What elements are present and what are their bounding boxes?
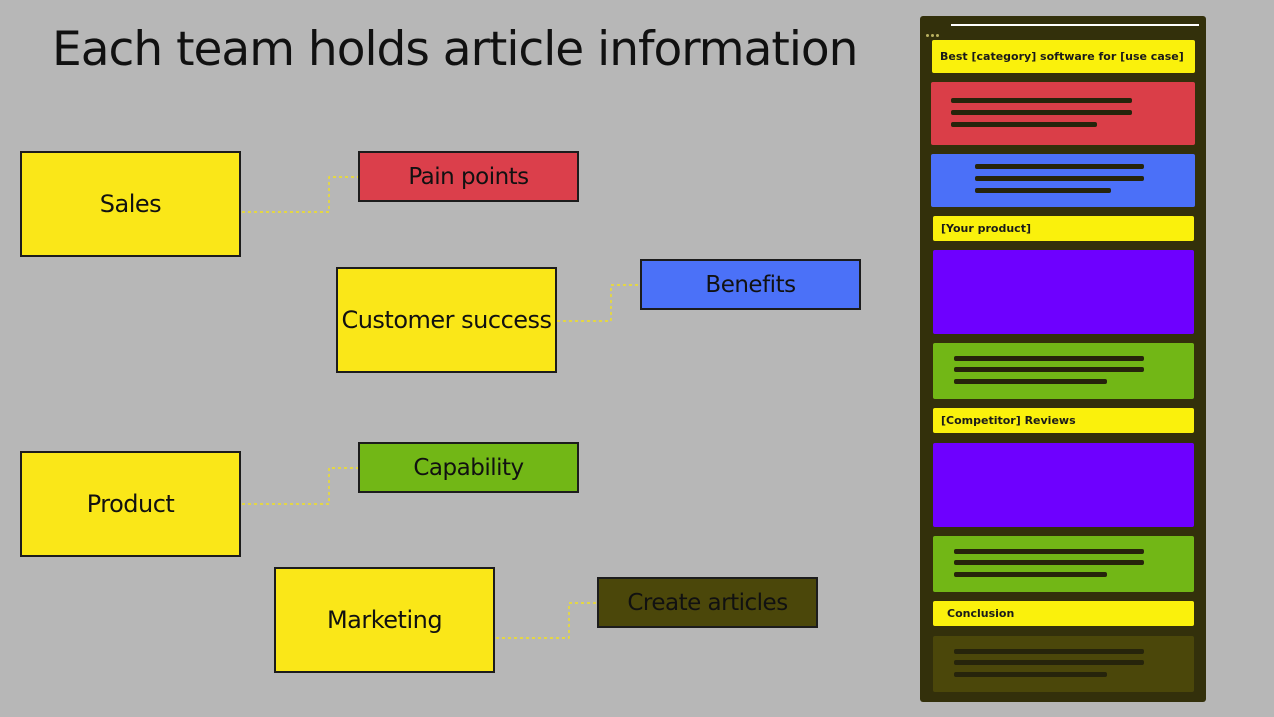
- text-line: [951, 110, 1132, 115]
- info-create-articles-label: Create articles: [627, 589, 788, 616]
- text-line: [954, 672, 1107, 677]
- connector-customer-success-benefits: [557, 284, 641, 322]
- team-marketing: Marketing: [274, 567, 495, 673]
- section-pain-points: [931, 82, 1195, 145]
- page-title: Each team holds article information: [52, 22, 858, 77]
- section-capability: [933, 343, 1194, 399]
- info-pain-points-label: Pain points: [408, 163, 529, 190]
- section-conclusion: [933, 636, 1194, 692]
- reviews-image-placeholder: [933, 443, 1194, 527]
- info-capability: Capability: [358, 442, 579, 493]
- window-dots: [926, 22, 941, 41]
- article-headline-text: Best [category] software for [use case]: [940, 50, 1184, 63]
- team-product-label: Product: [86, 490, 175, 518]
- team-customer-success: Customer success: [336, 267, 557, 373]
- team-sales-label: Sales: [99, 190, 162, 218]
- text-line: [975, 164, 1144, 169]
- text-line: [954, 560, 1144, 565]
- product-heading-text: [Your product]: [941, 222, 1031, 235]
- text-line: [954, 572, 1107, 577]
- text-line: [954, 660, 1144, 665]
- reviews-heading-text: [Competitor] Reviews: [941, 414, 1076, 427]
- connector-product-capability: [242, 467, 358, 505]
- text-line: [954, 367, 1144, 372]
- product-image-placeholder: [933, 250, 1194, 334]
- text-line: [954, 549, 1144, 554]
- info-create-articles: Create articles: [597, 577, 818, 628]
- team-customer-success-label: Customer success: [341, 306, 552, 334]
- text-line: [975, 188, 1111, 193]
- conclusion-heading-text: Conclusion: [947, 607, 1015, 620]
- info-capability-label: Capability: [413, 454, 524, 481]
- team-product: Product: [20, 451, 241, 557]
- team-marketing-label: Marketing: [326, 606, 443, 634]
- info-benefits-label: Benefits: [705, 271, 796, 298]
- conclusion-heading: Conclusion: [933, 601, 1194, 626]
- text-line: [954, 649, 1144, 654]
- article-headline: Best [category] software for [use case]: [932, 40, 1195, 73]
- text-line: [954, 356, 1144, 361]
- connector-marketing-create-articles: [496, 602, 598, 639]
- text-line: [951, 98, 1132, 103]
- info-benefits: Benefits: [640, 259, 861, 310]
- section-reviews-text: [933, 536, 1194, 592]
- product-heading: [Your product]: [933, 216, 1194, 241]
- reviews-heading: [Competitor] Reviews: [933, 408, 1194, 433]
- address-bar-line: [951, 24, 1199, 26]
- connector-sales-pain-points: [242, 176, 358, 213]
- text-line: [954, 379, 1107, 384]
- section-benefits: [931, 154, 1195, 207]
- article-preview-panel: Best [category] software for [use case] …: [920, 16, 1206, 702]
- text-line: [951, 122, 1097, 127]
- text-line: [975, 176, 1144, 181]
- team-sales: Sales: [20, 151, 241, 257]
- info-pain-points: Pain points: [358, 151, 579, 202]
